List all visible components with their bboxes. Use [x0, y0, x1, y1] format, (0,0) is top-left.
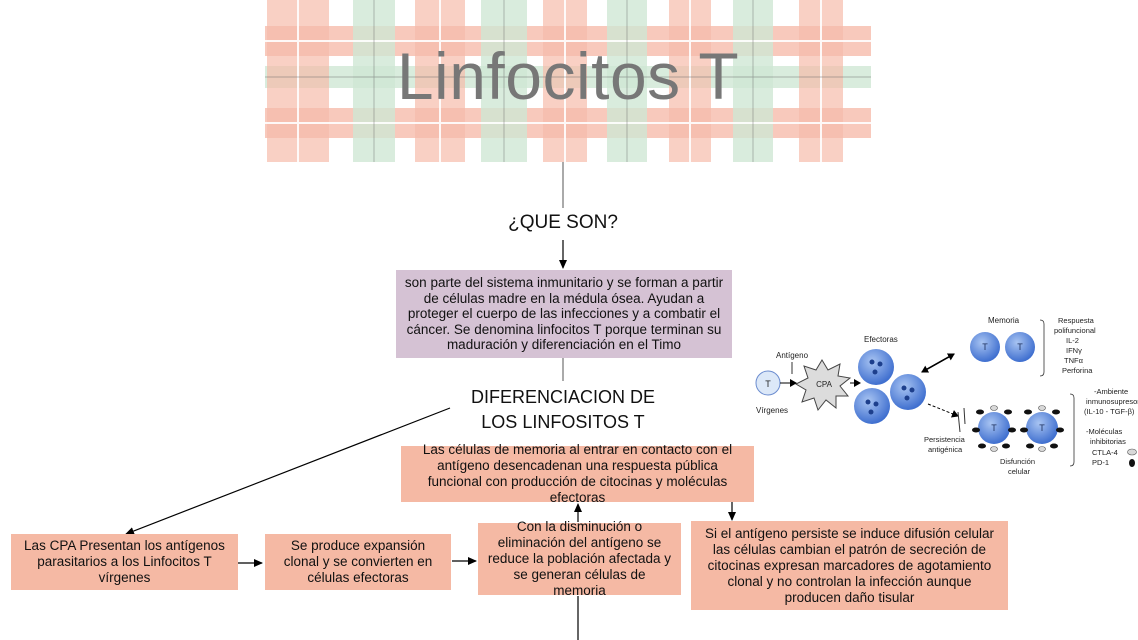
svg-text:-Moléculas: -Moléculas	[1086, 427, 1123, 436]
cpa-presentation-box: Las CPA Presentan los antígenos parasita…	[11, 534, 238, 590]
svg-text:TNFα: TNFα	[1064, 356, 1084, 365]
svg-text:Vírgenes: Vírgenes	[756, 406, 788, 415]
effector-cell-2	[890, 374, 926, 410]
svg-text:IL-2: IL-2	[1066, 336, 1079, 345]
svg-text:(IL-10 - TGF-β): (IL-10 - TGF-β)	[1084, 407, 1135, 416]
title-plaid-background	[265, 0, 871, 162]
cpa-cell	[794, 359, 852, 412]
memory-cell-1	[970, 332, 1000, 362]
svg-text:Antígeno: Antígeno	[776, 351, 809, 360]
differentiation-to-cpa-arrow	[125, 407, 451, 535]
antigen-persistence-box: Si el antígeno persiste se induce difusi…	[691, 521, 1008, 610]
svg-text:Perforina: Perforina	[1062, 366, 1093, 375]
definition-box: son parte del sistema inmunitario y se f…	[396, 270, 732, 358]
question-label: ¿QUE SON?	[508, 212, 618, 233]
exhausted-cells: T T	[972, 405, 1064, 452]
dysfunction-factors-list: -Ambiente inmunosupresor (IL-10 - TGF-β)…	[1084, 387, 1138, 467]
memory-response-box: Las células de memoria al entrar en cont…	[401, 442, 754, 505]
page-title: Linfocitos T	[396, 39, 740, 113]
svg-text:Respuesta: Respuesta	[1058, 316, 1095, 325]
effector-cell-3	[854, 388, 890, 424]
svg-text:CTLA-4: CTLA-4	[1092, 448, 1118, 457]
svg-text:polifuncional: polifuncional	[1054, 326, 1096, 335]
svg-text:antigénica: antigénica	[928, 445, 963, 454]
svg-text:celular: celular	[1008, 467, 1031, 476]
svg-text:-Ambiente: -Ambiente	[1094, 387, 1128, 396]
memory-cell-2	[1005, 332, 1035, 362]
svg-text:T: T	[765, 379, 771, 389]
differentiation-label: DIFERENCIACION DE LOS LINFOSITOS T	[470, 387, 656, 432]
svg-text:IFNγ: IFNγ	[1066, 346, 1082, 355]
svg-text:inhibitorias: inhibitorias	[1090, 437, 1126, 446]
svg-text:Efectoras: Efectoras	[864, 335, 898, 344]
svg-text:CPA: CPA	[816, 380, 833, 389]
t-cell-differentiation-figure: T Vírgenes Antígeno CPA Efectoras Memori…	[755, 316, 1138, 476]
svg-text:T: T	[991, 423, 997, 433]
svg-text:PD-1: PD-1	[1092, 458, 1109, 467]
svg-text:Memoria: Memoria	[988, 316, 1020, 325]
polyfunctional-response-list: Respuesta polifuncional IL-2 IFNγ TNFα P…	[1054, 316, 1096, 375]
clonal-expansion-box: Se produce expansión clonal y se convier…	[265, 534, 451, 590]
svg-text:Disfunción: Disfunción	[1000, 457, 1035, 466]
effector-cell-1	[858, 349, 894, 385]
svg-text:T: T	[982, 342, 988, 352]
svg-text:T: T	[1039, 423, 1045, 433]
svg-text:T: T	[1017, 342, 1023, 352]
svg-text:inmunosupresor: inmunosupresor	[1086, 397, 1138, 406]
antigen-reduction-box: Con la disminución o eliminación del ant…	[478, 519, 681, 598]
svg-text:Persistencia: Persistencia	[924, 435, 966, 444]
